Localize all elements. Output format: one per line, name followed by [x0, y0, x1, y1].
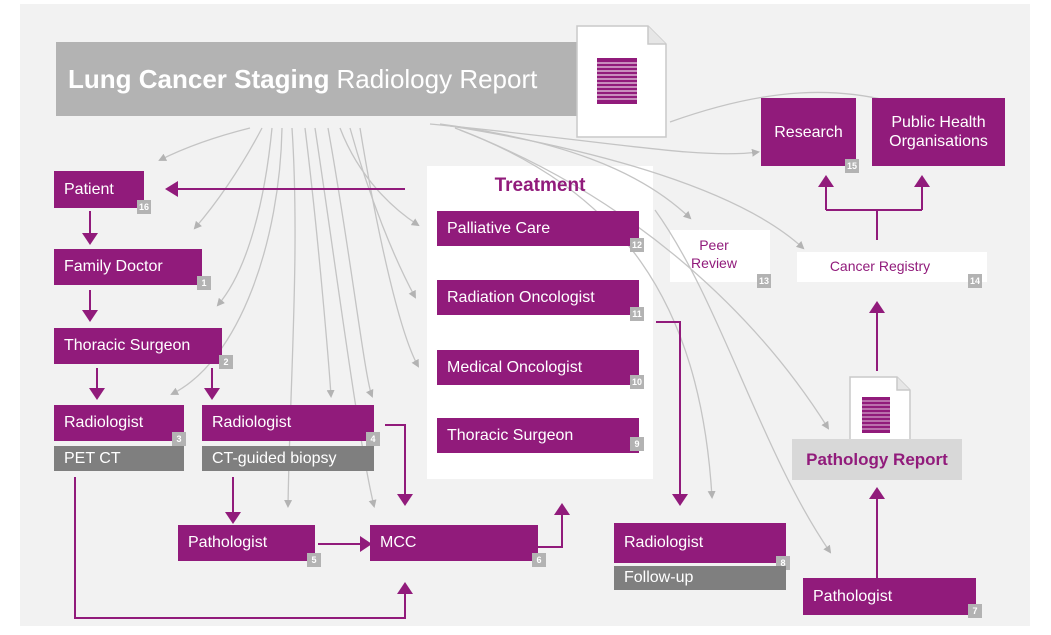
node-radiologist-pet: Radiologist	[54, 405, 184, 441]
treatment-palliative-care: Palliative Care	[437, 211, 639, 246]
peer-review-label: Peer Review	[691, 237, 737, 271]
treatment-thoracic-surgeon-label: Thoracic Surgeon	[447, 426, 574, 444]
node-radiologist-ct-sub: CT-guided biopsy	[202, 446, 374, 471]
treatment-medical-oncologist: Medical Oncologist	[437, 350, 639, 385]
node-radiologist-pet-sub-label: PET CT	[64, 449, 121, 467]
node-radiologist-ct: Radiologist	[202, 405, 374, 441]
purple-connectors	[74, 185, 923, 619]
node-radiologist-ct-number: 4	[366, 432, 380, 446]
node-mcc-number: 6	[532, 553, 546, 567]
node-family-doctor-number: 1	[197, 276, 211, 290]
node-radiologist-followup-label: Radiologist	[624, 534, 704, 551]
node-research-number: 15	[845, 159, 859, 173]
treatment-thoracic-surgeon: Thoracic Surgeon	[437, 418, 639, 453]
node-thoracic-surgeon-number: 2	[219, 355, 233, 369]
node-radiologist-ct-sub-label: CT-guided biopsy	[212, 449, 337, 467]
treatment-palliative-care-number: 12	[630, 238, 644, 252]
node-patient: Patient	[54, 171, 144, 208]
node-family-doctor: Family Doctor	[54, 249, 202, 285]
treatment-title: Treatment	[494, 175, 586, 196]
node-research-label: Research	[774, 123, 843, 141]
cancer-registry-panel	[797, 252, 987, 282]
node-radiologist-followup-sub: Follow-up	[614, 566, 786, 590]
cancer-registry-label: Cancer Registry	[829, 258, 931, 274]
treatment-radiation-oncologist-number: 11	[630, 307, 644, 321]
report-title-bold: Lung Cancer Staging	[68, 63, 330, 94]
cancer-registry-number: 14	[968, 274, 982, 288]
treatment-radiation-oncologist: Radiation Oncologist	[437, 280, 639, 315]
node-radiologist-followup: Radiologist	[614, 523, 786, 563]
treatment-medical-oncologist-number: 10	[630, 375, 644, 389]
pathology-report-label: Pathology Report	[792, 439, 962, 480]
node-public-health-label: Public Health Organisations	[889, 114, 988, 150]
node-public-health: Public Health Organisations	[872, 98, 1005, 166]
treatment-thoracic-surgeon-number: 9	[630, 437, 644, 451]
node-mcc-label: MCC	[380, 534, 417, 551]
node-patient-number: 16	[137, 200, 151, 214]
treatment-radiation-oncologist-label: Radiation Oncologist	[447, 288, 595, 306]
node-pathologist-5-label: Pathologist	[188, 534, 268, 551]
node-pathologist-5: Pathologist	[178, 525, 315, 561]
node-pathologist-7: Pathologist	[803, 578, 976, 615]
treatment-palliative-care-label: Palliative Care	[447, 219, 551, 237]
node-radiologist-pet-number: 3	[172, 432, 186, 446]
purple-arrowheads	[82, 175, 930, 594]
node-mcc: MCC	[370, 525, 538, 561]
node-pathologist-7-label: Pathologist	[813, 587, 893, 605]
node-radiologist-ct-label: Radiologist	[212, 414, 292, 431]
report-title-rest: Radiology Report	[336, 63, 538, 94]
node-thoracic-surgeon: Thoracic Surgeon	[54, 328, 222, 364]
node-thoracic-surgeon-label: Thoracic Surgeon	[64, 337, 191, 354]
node-pathologist-5-number: 5	[307, 553, 321, 567]
treatment-medical-oncologist-label: Medical Oncologist	[447, 358, 583, 376]
node-radiologist-pet-label: Radiologist	[64, 414, 144, 431]
node-radiologist-followup-sub-label: Follow-up	[624, 569, 694, 586]
peer-review-number: 13	[757, 274, 771, 288]
peer-review-panel	[670, 230, 770, 282]
node-patient-label: Patient	[64, 180, 114, 198]
node-research: Research	[761, 98, 856, 166]
node-family-doctor-label: Family Doctor	[64, 258, 163, 275]
node-pathologist-7-number: 7	[968, 604, 982, 618]
report-title-bar: Lung Cancer Staging Radiology Report	[56, 42, 596, 116]
node-radiologist-pet-sub: PET CT	[54, 446, 184, 471]
